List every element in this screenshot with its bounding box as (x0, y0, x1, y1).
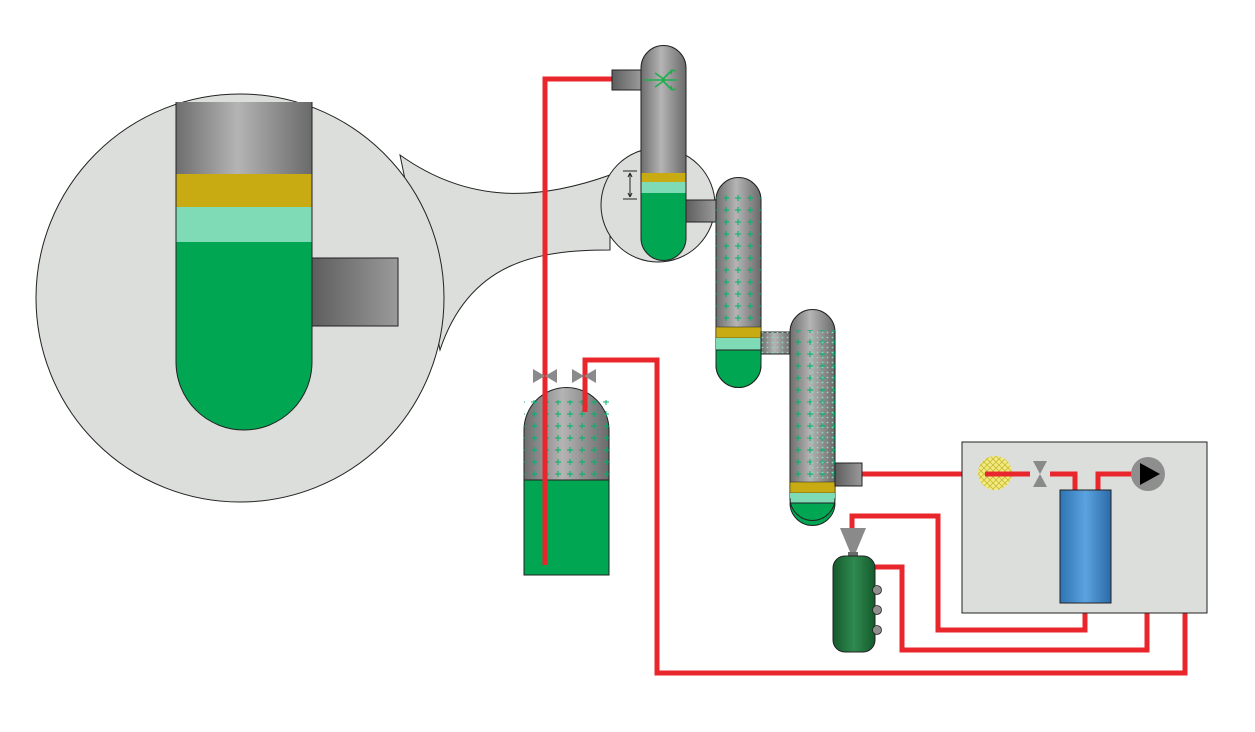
gas-line-main (582, 357, 1188, 676)
gas-cylinder (832, 528, 882, 653)
column-2 (715, 177, 792, 388)
cylinder-nozzle (840, 528, 866, 552)
magnified-inset (35, 93, 716, 503)
cylinder-body (832, 555, 876, 653)
spray-nozzle-icon (643, 69, 677, 91)
column-1-side-port (685, 199, 717, 223)
inset-tube-outline (175, 102, 313, 431)
column-3-outlet (834, 462, 863, 487)
bowtie-valve-icon (1033, 461, 1047, 487)
inset-side-port (311, 257, 399, 327)
level-indicator-icon (623, 170, 637, 200)
gas-line-cylinder-outer (849, 513, 1088, 633)
column-1 (611, 45, 717, 261)
bowtie-valve-icon (533, 369, 596, 383)
cylinder-knob-2 (872, 605, 882, 615)
column-3 (789, 309, 863, 526)
cylinder-knob-3 (872, 625, 882, 635)
cylinder-knob-1 (872, 585, 882, 595)
sample-vessel (523, 369, 610, 576)
column-1-inlet (611, 69, 642, 91)
control-module (961, 441, 1208, 614)
blue-column (1059, 489, 1112, 604)
inset-tube-layers (176, 102, 312, 430)
magnifier-funnel (399, 153, 611, 352)
